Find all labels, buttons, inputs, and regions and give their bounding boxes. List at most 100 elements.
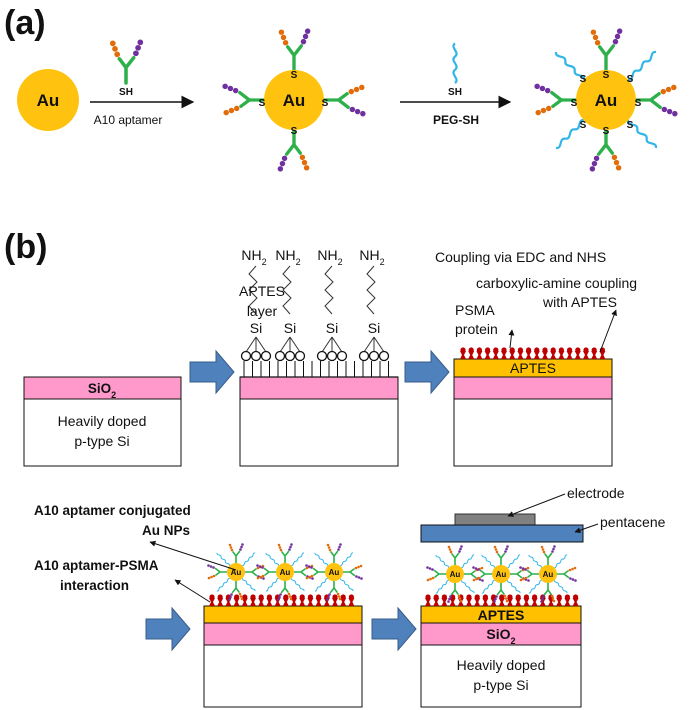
psma-head bbox=[567, 347, 573, 353]
aptamer-bead bbox=[495, 550, 499, 554]
au-aptamer-conjugate bbox=[222, 28, 366, 172]
psma-protein bbox=[250, 594, 256, 606]
panel-a-label: (a) bbox=[4, 4, 46, 42]
aptamer-bead bbox=[258, 565, 262, 568]
sh-label-peg: SH bbox=[448, 87, 462, 98]
psma-head bbox=[425, 594, 431, 600]
process-arrow-3 bbox=[145, 606, 191, 652]
peg-chain bbox=[460, 580, 475, 594]
aptamer-bead bbox=[590, 29, 597, 35]
psma-protein bbox=[315, 594, 322, 606]
aptamer-bead bbox=[278, 546, 282, 549]
aptamer-backbone bbox=[312, 567, 326, 576]
oxygen-atom bbox=[284, 350, 296, 362]
si-atom-label: Si bbox=[250, 320, 262, 336]
psma-protein bbox=[241, 594, 248, 606]
psma-head bbox=[299, 594, 305, 600]
aptamer-bead bbox=[594, 39, 601, 46]
psma-shape bbox=[241, 598, 248, 606]
peg-chain bbox=[506, 580, 521, 594]
oxygen-atom bbox=[336, 350, 348, 362]
aptamer-bead bbox=[449, 595, 452, 598]
aptamer-strand bbox=[278, 28, 311, 72]
psma-protein bbox=[583, 347, 589, 359]
aptamer-bead bbox=[503, 594, 507, 598]
aptamer-bead bbox=[431, 568, 434, 571]
psma-protein bbox=[564, 594, 571, 606]
final-s-labels: S S S S S S S S bbox=[571, 70, 642, 137]
aptamer-strand bbox=[222, 83, 266, 116]
si-o-bond bbox=[255, 336, 267, 353]
aptamer-bead bbox=[665, 86, 672, 93]
si-o-bond bbox=[279, 336, 291, 353]
psma-shape bbox=[340, 598, 347, 606]
peg-chain bbox=[216, 577, 230, 592]
small-au-np: Au bbox=[207, 543, 265, 601]
aptamer-bead bbox=[541, 597, 544, 601]
aptamer-bead bbox=[240, 545, 243, 549]
aptamer-backbone bbox=[497, 552, 506, 566]
aptamer-bead bbox=[460, 545, 463, 548]
peg-chain bbox=[461, 554, 475, 569]
alkyl-chain bbox=[282, 265, 292, 315]
aptamer-bead bbox=[359, 84, 365, 91]
aptamer-bead bbox=[308, 575, 311, 579]
aptamer-bead bbox=[279, 548, 283, 552]
peg-sh-icon bbox=[452, 42, 458, 84]
aptamer-bead bbox=[458, 550, 461, 553]
aptamer-backbone bbox=[284, 128, 302, 156]
aptamer-bead bbox=[337, 595, 341, 598]
aptamer-bead bbox=[477, 576, 481, 580]
a10-aptamer-icon bbox=[109, 39, 144, 85]
si-label-5b: p-type Si bbox=[473, 677, 528, 693]
small-au-np: Au bbox=[305, 543, 363, 601]
step1-label: A10 aptamer bbox=[94, 113, 163, 127]
psma-shape bbox=[291, 598, 297, 606]
aptamer-bead bbox=[593, 155, 600, 162]
conj-label-1: A10 aptamer conjugated bbox=[34, 503, 191, 518]
aptamer-bead bbox=[357, 576, 361, 579]
peg-strand bbox=[452, 42, 458, 84]
aptamer-bead bbox=[222, 83, 228, 90]
psma-head bbox=[324, 594, 330, 600]
aptamer-bead bbox=[428, 567, 432, 570]
aptamer-bead bbox=[447, 600, 450, 603]
psma-shape bbox=[509, 351, 516, 359]
peg-chain bbox=[481, 579, 495, 594]
psma-head bbox=[493, 347, 499, 353]
peg-chain bbox=[242, 552, 256, 567]
pentacene-label: pentacene bbox=[600, 514, 666, 530]
peg-strand bbox=[291, 552, 305, 567]
psma-shape bbox=[332, 598, 338, 606]
s-final-2: S bbox=[603, 126, 610, 137]
aptamer-bead bbox=[494, 597, 497, 601]
oxygen-atom bbox=[294, 350, 306, 362]
psma-head bbox=[542, 347, 548, 353]
aptamer-bead bbox=[524, 568, 527, 571]
aptamer-bead bbox=[448, 548, 452, 551]
aptamer-backbone bbox=[463, 570, 477, 579]
si-o-bond bbox=[331, 336, 343, 353]
aptamer-bead bbox=[310, 574, 314, 578]
peg-chain bbox=[555, 118, 585, 150]
aptamer-strand bbox=[472, 566, 493, 582]
nh2-label: NH2 bbox=[241, 247, 266, 267]
si-atom-label: Si bbox=[368, 320, 380, 336]
psma-protein bbox=[474, 594, 481, 606]
psma-protein bbox=[468, 347, 475, 359]
aptamer-bead bbox=[238, 592, 242, 596]
aptamer-bead bbox=[458, 597, 462, 600]
aptamer-bead bbox=[615, 165, 622, 171]
aptamer-bead bbox=[573, 566, 577, 570]
si-atom-label: Si bbox=[284, 320, 296, 336]
peg-strand bbox=[507, 554, 521, 569]
psma-protein bbox=[566, 347, 573, 359]
aptamer-bead bbox=[305, 564, 308, 567]
aptamer-bead bbox=[278, 29, 285, 35]
aptamer-bead bbox=[551, 550, 554, 553]
psma-protein bbox=[591, 347, 598, 359]
aptamer-bead bbox=[227, 85, 234, 92]
aptamer-backbone bbox=[509, 570, 523, 579]
aptamer-bead bbox=[207, 564, 210, 567]
aptamer-strand bbox=[277, 128, 310, 172]
